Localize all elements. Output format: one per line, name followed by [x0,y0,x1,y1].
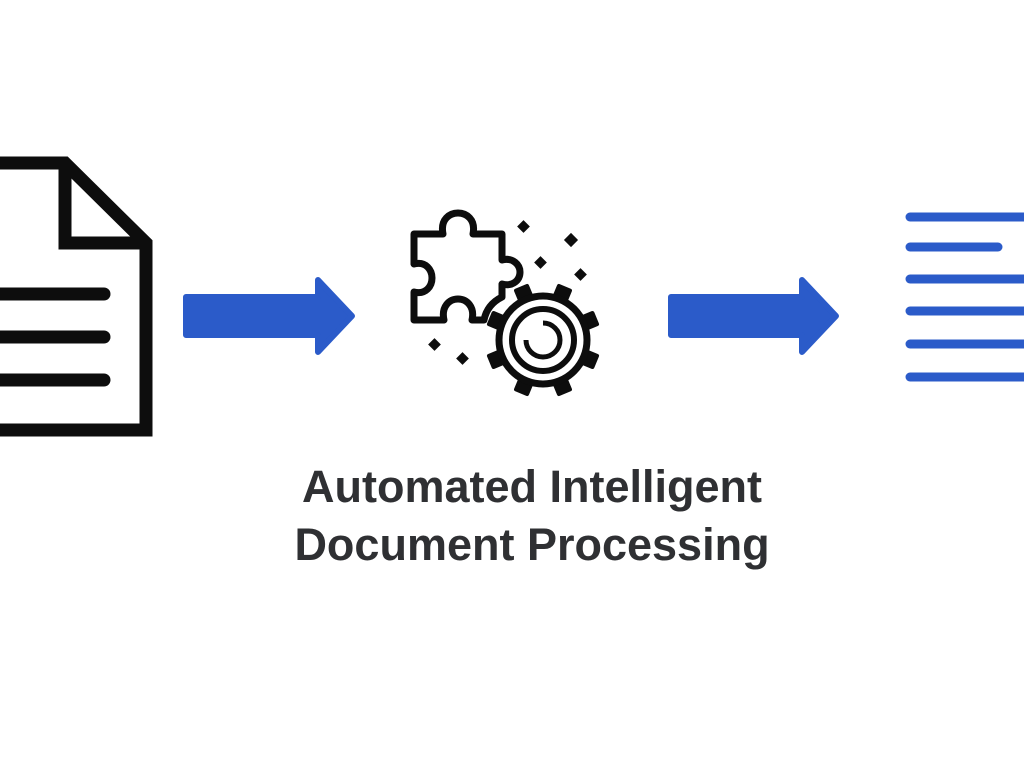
gear-icon [486,283,600,397]
puzzle-gear-icon [410,209,600,397]
text-lines-icon [905,212,1024,382]
arrow-right-icon [183,277,355,355]
document-icon [0,156,153,437]
caption-line-1: Automated Intelligent [302,461,762,512]
arrow-right-icon [668,277,839,355]
diagram-caption: Automated Intelligent Document Processin… [0,458,1024,574]
caption-line-2: Document Processing [294,519,770,570]
puzzle-piece-icon [410,209,524,324]
